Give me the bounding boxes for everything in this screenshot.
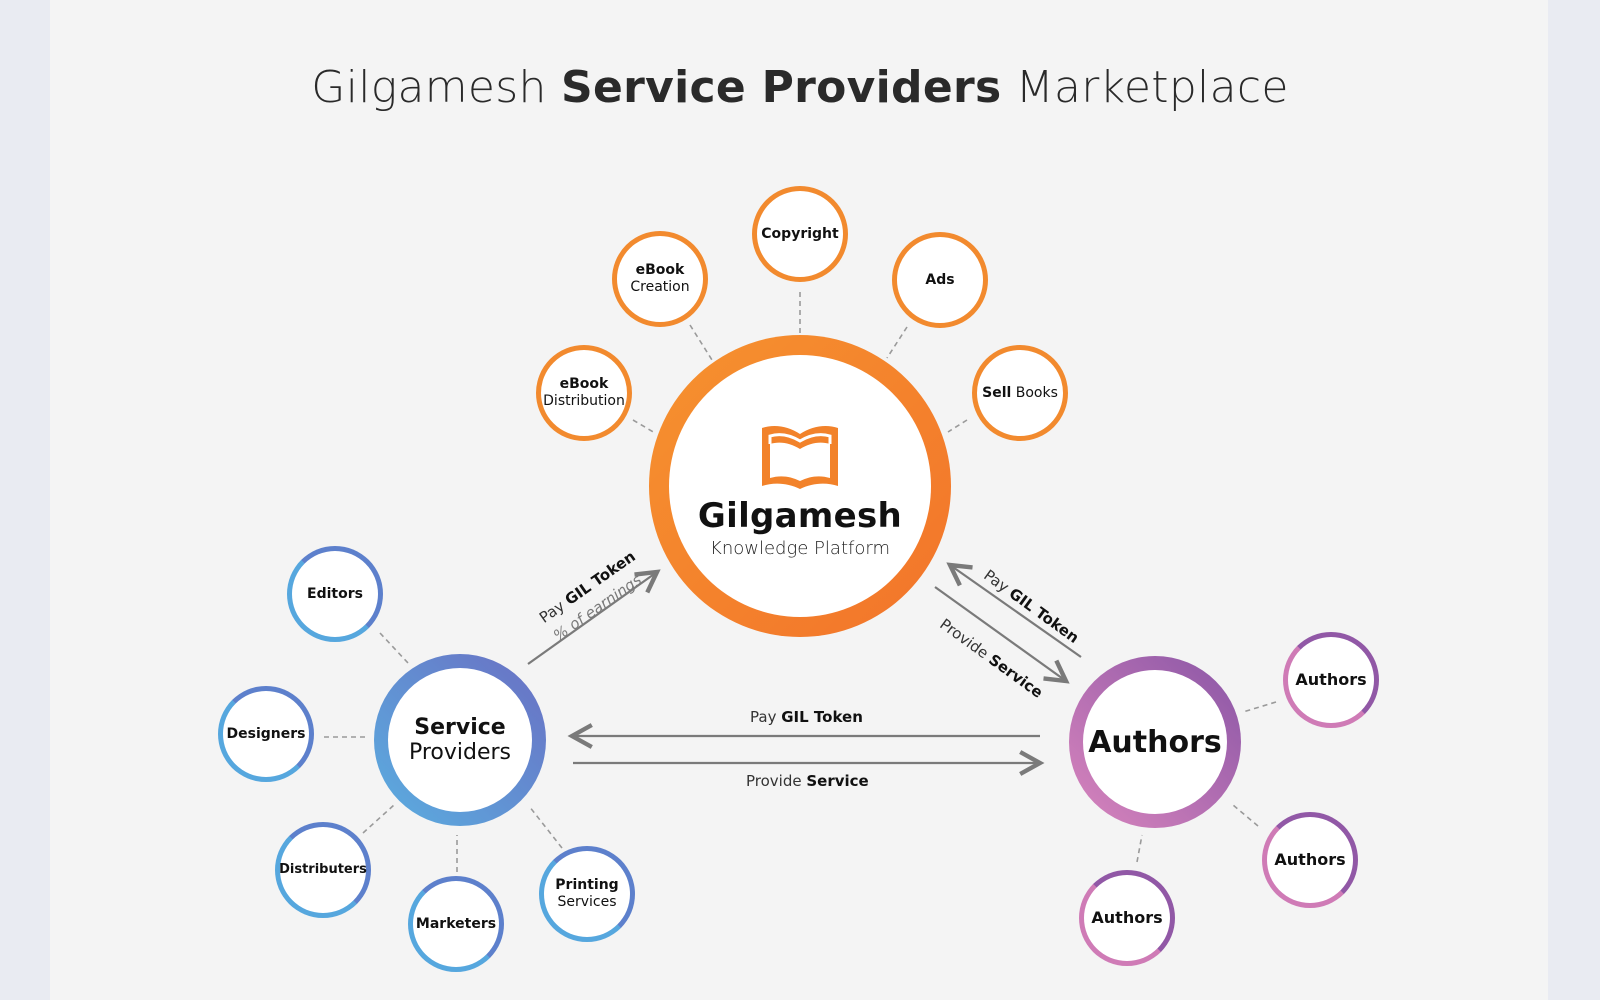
- provider-editors[interactable]: Editors: [287, 546, 383, 642]
- authors-name: Authors: [1088, 724, 1222, 760]
- provider-label: Editors: [307, 585, 363, 602]
- sell-books-label: Sell Books: [982, 385, 1058, 402]
- author-node[interactable]: Authors: [1079, 870, 1175, 966]
- author-label: Authors: [1091, 908, 1163, 928]
- service-ebook-distribution[interactable]: eBook Distribution: [536, 345, 632, 441]
- hub-name: Gilgamesh: [697, 495, 903, 536]
- service-label-bold: eBook: [635, 262, 685, 279]
- sp-line2: Providers: [408, 740, 512, 765]
- author-label: Authors: [1274, 850, 1346, 870]
- author-label: Authors: [1295, 670, 1367, 690]
- flow-pay: Pay: [750, 708, 777, 726]
- provider-label: Distributers: [279, 862, 367, 878]
- service-ads[interactable]: Ads: [892, 232, 988, 328]
- authors-center: Authors: [1083, 670, 1227, 814]
- service-label-light: Distribution: [543, 393, 625, 409]
- provider-label: Designers: [226, 725, 306, 742]
- provider-distributers[interactable]: Distributers: [275, 822, 371, 918]
- service-label-bold: Sell: [982, 384, 1012, 401]
- dash-ads: [886, 326, 908, 359]
- provider-marketers[interactable]: Marketers: [408, 876, 504, 972]
- service-label-bold: Ads: [925, 271, 955, 288]
- dash-printing: [528, 805, 563, 849]
- hub-center: Gilgamesh Knowledge Platform: [669, 355, 931, 617]
- arrow-hub-to-authors: [934, 586, 1066, 681]
- page-title: Gilgamesh Service Providers Marketplace: [0, 62, 1600, 113]
- flow-sp-to-authors-label: Provide Service: [746, 772, 869, 790]
- title-post: Marketplace: [1015, 62, 1289, 113]
- service-label-light: Books: [1015, 384, 1058, 401]
- dash-author-2: [1232, 804, 1259, 827]
- flow-what: Service: [806, 772, 869, 790]
- authors-ring[interactable]: Authors: [1069, 656, 1241, 828]
- provider-label-bold: Printing: [555, 877, 619, 894]
- dash-ebook-creation: [689, 324, 713, 361]
- service-copyright[interactable]: Copyright: [752, 186, 848, 282]
- service-label-bold: Copyright: [761, 225, 839, 242]
- dash-distributers: [362, 804, 395, 834]
- title-pre: Gilgamesh: [311, 62, 547, 113]
- provider-label: Marketers: [415, 915, 497, 932]
- dash-author-1: [1242, 701, 1277, 713]
- service-label-bold: eBook: [559, 376, 609, 393]
- dash-editors: [379, 632, 409, 664]
- hub-subtitle: Knowledge Platform: [710, 537, 890, 559]
- open-book-icon: [762, 425, 838, 489]
- service-providers-ring[interactable]: Service Providers: [374, 654, 546, 826]
- author-node[interactable]: Authors: [1262, 812, 1358, 908]
- flow-authors-to-sp-label: Pay GIL Token: [750, 708, 863, 726]
- provider-label-light: Services: [557, 894, 617, 910]
- author-node[interactable]: Authors: [1283, 632, 1379, 728]
- dash-sell-books: [947, 419, 968, 433]
- service-sell-books[interactable]: Sell Books: [972, 345, 1068, 441]
- hub-ring[interactable]: Gilgamesh Knowledge Platform: [649, 335, 951, 637]
- provider-designers[interactable]: Designers: [218, 686, 314, 782]
- dash-author-3: [1136, 834, 1143, 863]
- flow-verb: Provide: [746, 772, 802, 790]
- flow-token: GIL Token: [781, 708, 863, 726]
- service-ebook-creation[interactable]: eBook Creation: [612, 231, 708, 327]
- arrow-sp-to-hub: [527, 572, 657, 665]
- arrow-authors-to-hub: [950, 565, 1082, 658]
- sp-line1: Service: [414, 715, 506, 740]
- service-label-light: Creation: [630, 279, 690, 295]
- dash-ebook-distribution: [632, 419, 656, 434]
- provider-printing-services[interactable]: Printing Services: [539, 846, 635, 942]
- title-bold: Service Providers: [560, 62, 1002, 113]
- service-providers-center: Service Providers: [388, 668, 532, 812]
